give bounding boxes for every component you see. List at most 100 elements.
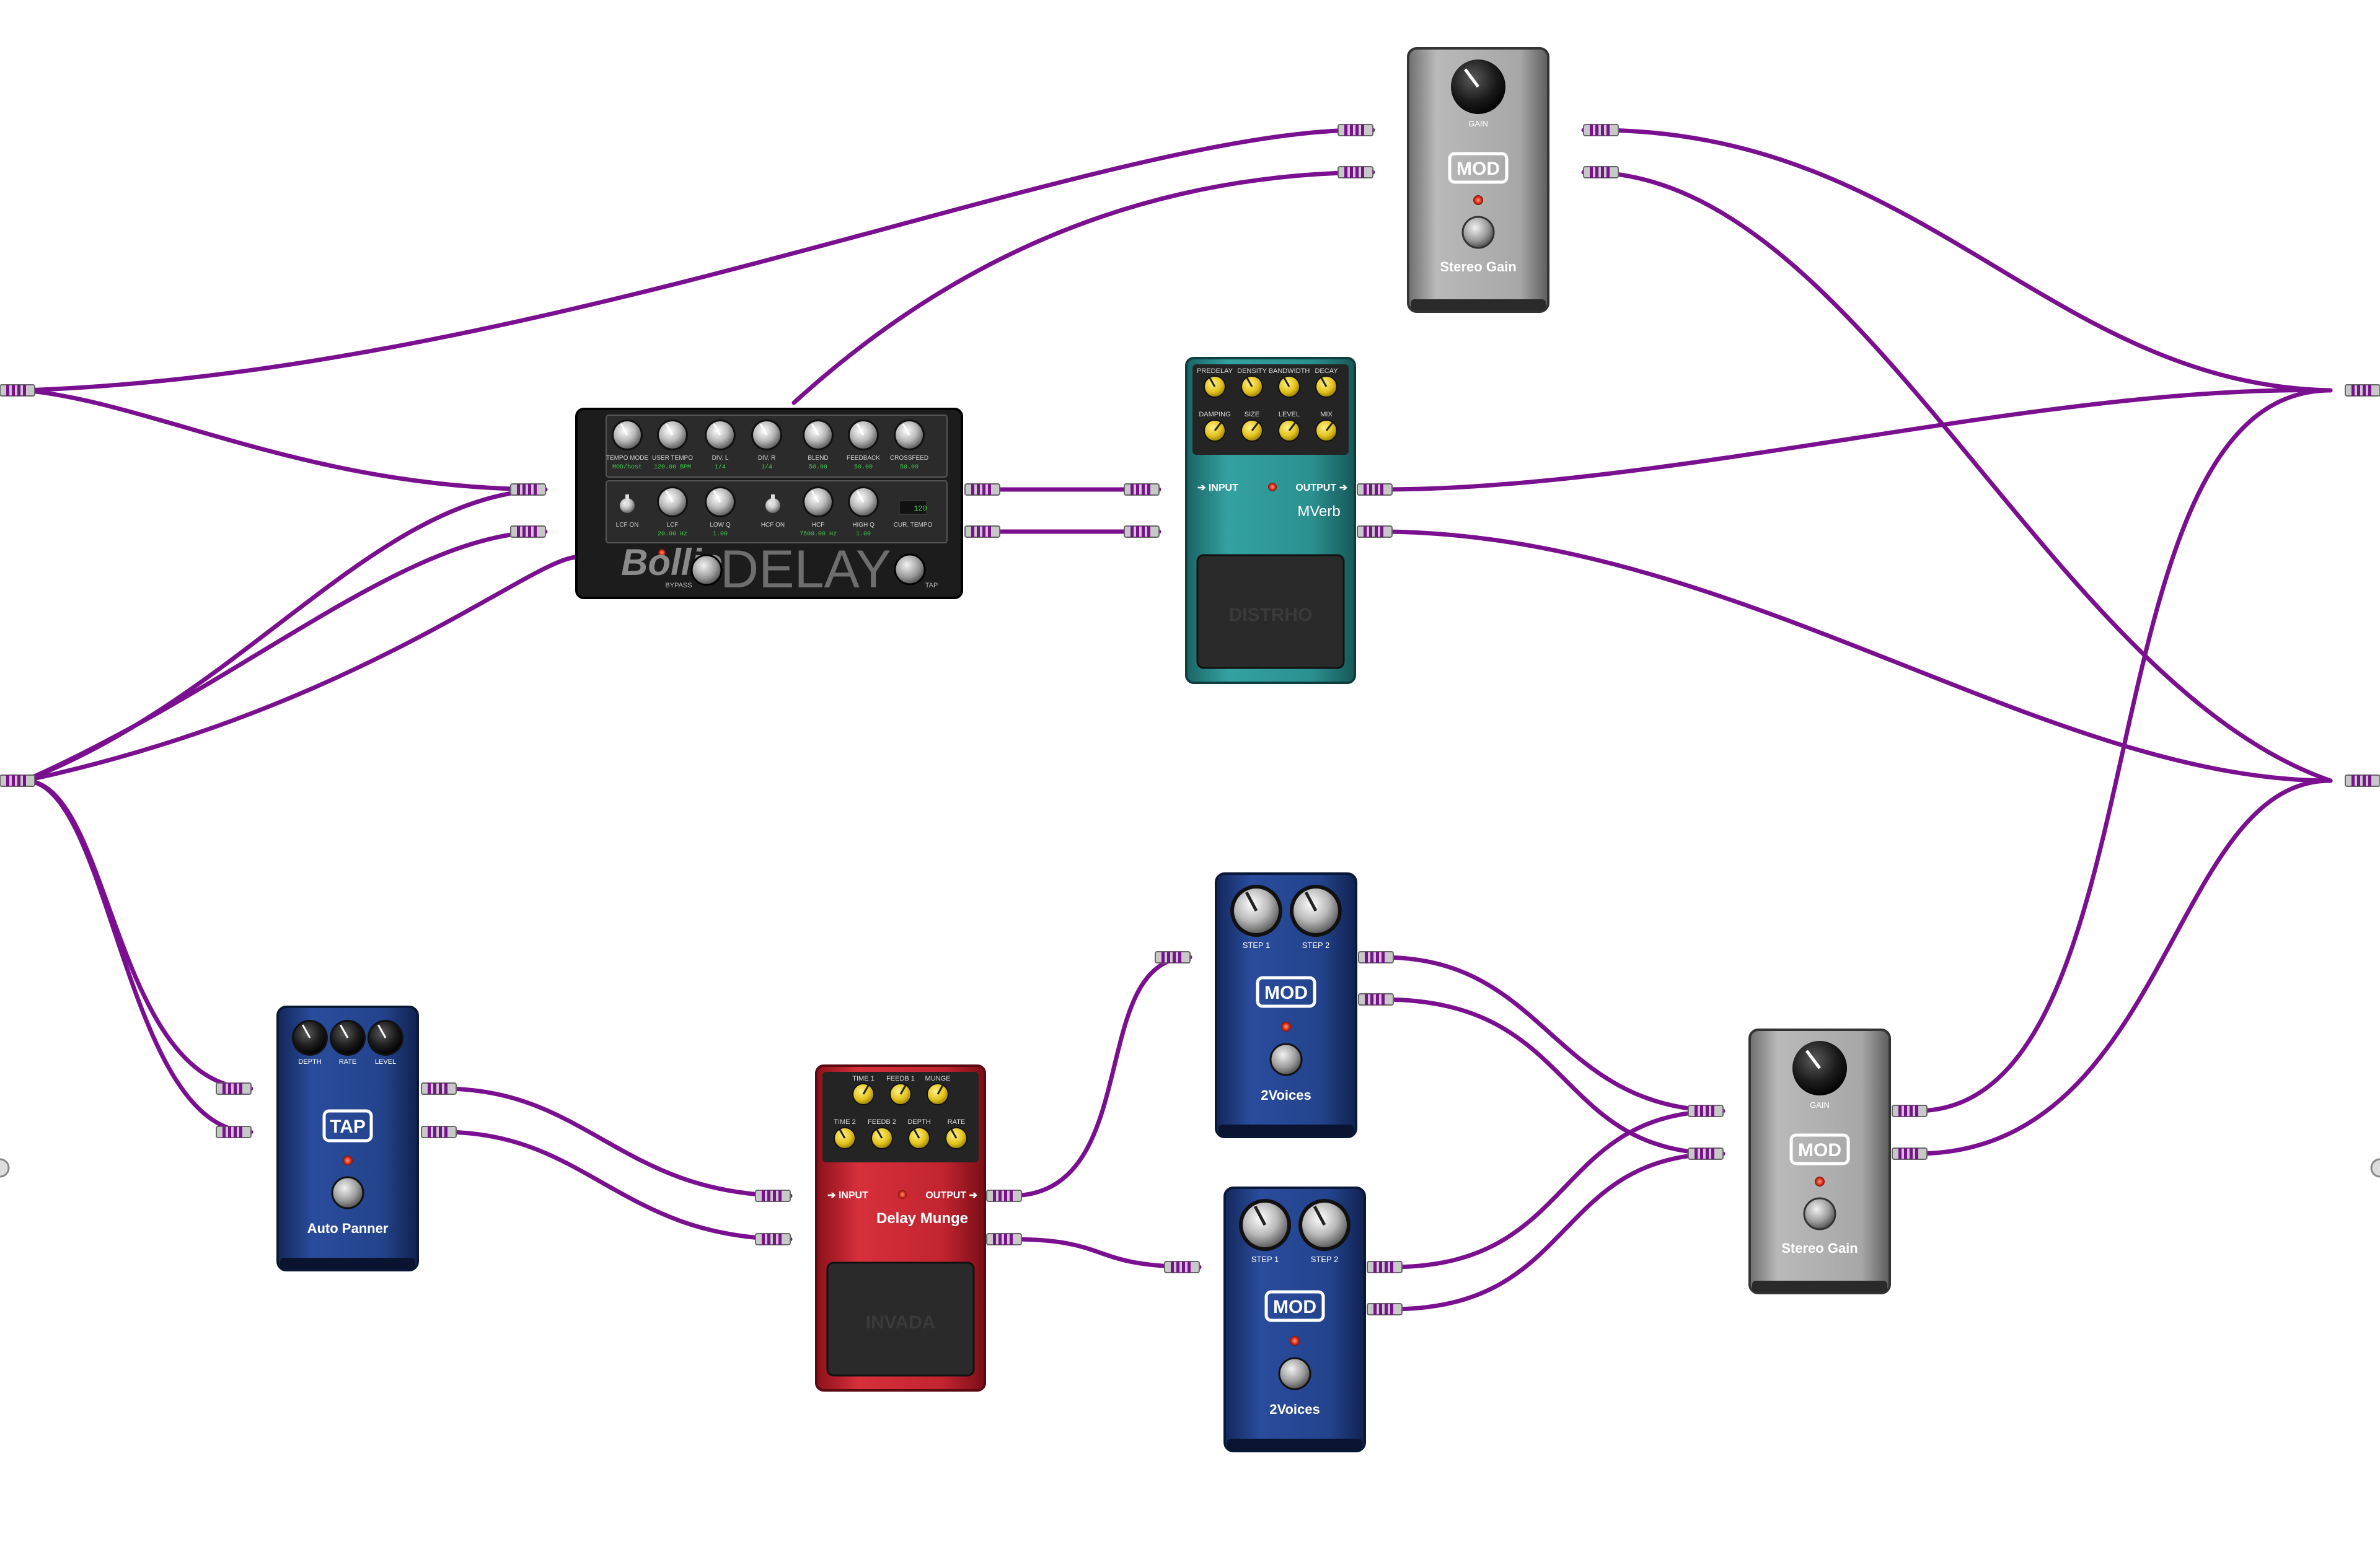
cable-jack[interactable] (0, 384, 35, 397)
pedal-mverb[interactable]: PREDELAYDAMPINGDENSITYSIZEBANDWIDTHLEVEL… (1185, 357, 1356, 684)
knob[interactable] (657, 486, 688, 517)
knob[interactable] (803, 419, 834, 450)
knob[interactable] (1204, 419, 1226, 442)
footswitch[interactable] (1461, 216, 1495, 249)
knob[interactable] (1230, 885, 1282, 937)
patch-cable[interactable] (441, 1130, 793, 1242)
footplate[interactable] (1196, 554, 1345, 669)
cable-jack[interactable] (1367, 1303, 1403, 1315)
cable-jack[interactable] (510, 483, 546, 496)
footswitch[interactable] (331, 1176, 364, 1209)
knob[interactable] (1204, 375, 1226, 398)
knob[interactable] (751, 419, 782, 450)
patch-cable[interactable] (1914, 388, 2333, 1113)
cable-jack[interactable] (1358, 993, 1394, 1006)
cable-jack[interactable] (986, 1190, 1022, 1202)
patch-cable[interactable] (1008, 955, 1192, 1198)
cable-jack[interactable] (2345, 384, 2380, 397)
cable-jack[interactable] (1892, 1147, 1928, 1160)
knob[interactable] (612, 419, 643, 450)
knob[interactable] (657, 419, 688, 450)
patch-cable[interactable] (1581, 128, 2333, 393)
knob[interactable] (1241, 419, 1263, 442)
footswitch[interactable] (1803, 1197, 1836, 1231)
knob[interactable] (803, 486, 834, 517)
patch-cable[interactable] (22, 778, 253, 1091)
knob[interactable] (1290, 885, 1342, 937)
cable-jack[interactable] (1688, 1105, 1724, 1117)
knob[interactable] (945, 1127, 967, 1149)
knob[interactable] (705, 419, 736, 450)
knob[interactable] (894, 419, 925, 450)
cable-jack[interactable] (1367, 1261, 1403, 1273)
patch-cable[interactable] (1380, 529, 2333, 783)
knob[interactable] (1239, 1199, 1291, 1251)
knob[interactable] (927, 1083, 949, 1105)
bypass-footswitch[interactable] (690, 554, 723, 586)
patch-cable[interactable] (1389, 1108, 1726, 1270)
cable-jack[interactable] (755, 1233, 791, 1245)
patch-cable[interactable] (22, 555, 585, 783)
patch-cable[interactable] (1380, 955, 1726, 1113)
knob[interactable] (889, 1083, 912, 1105)
patch-cable[interactable] (22, 529, 548, 783)
knob[interactable] (852, 1083, 875, 1105)
patch-cable[interactable] (22, 128, 1375, 393)
cable-jack[interactable] (216, 1126, 252, 1138)
knob[interactable] (1278, 375, 1300, 398)
patch-cable[interactable] (22, 778, 253, 1134)
knob[interactable] (848, 486, 879, 517)
cable-jack[interactable] (421, 1126, 457, 1138)
knob[interactable] (1278, 419, 1300, 442)
pedal-stereo-gain-top[interactable]: GAIN MOD Stereo Gain (1407, 47, 1549, 313)
cable-jack[interactable] (1357, 525, 1393, 538)
patch-cable[interactable] (1380, 388, 2333, 492)
cable-jack[interactable] (964, 483, 1000, 496)
patch-cable[interactable] (1380, 997, 1726, 1156)
cable-jack[interactable] (421, 1082, 457, 1095)
cable-jack[interactable] (964, 525, 1000, 538)
patch-cable[interactable] (1389, 1151, 1726, 1312)
knob[interactable] (871, 1127, 893, 1149)
cable-jack[interactable] (1358, 951, 1394, 963)
toggle-switch[interactable] (765, 494, 780, 513)
knob[interactable] (705, 486, 736, 517)
cable-jack[interactable] (755, 1190, 791, 1202)
knob[interactable] (330, 1020, 366, 1056)
knob[interactable] (1298, 1199, 1351, 1251)
cable-jack[interactable] (986, 1233, 1022, 1245)
cable-jack[interactable] (510, 525, 546, 538)
knob[interactable] (368, 1020, 403, 1056)
tap-footswitch[interactable] (894, 553, 926, 586)
footplate[interactable] (826, 1261, 975, 1377)
cable-jack[interactable] (2345, 774, 2380, 787)
cable-jack[interactable] (1124, 483, 1160, 496)
knob[interactable] (848, 419, 879, 450)
cable-jack[interactable] (0, 774, 35, 787)
cable-jack[interactable] (1124, 525, 1160, 538)
cable-jack[interactable] (1164, 1261, 1200, 1273)
knob[interactable] (1315, 375, 1338, 398)
knob[interactable] (834, 1127, 856, 1149)
knob[interactable] (908, 1127, 930, 1149)
knob[interactable] (1241, 375, 1263, 398)
toggle-switch[interactable] (620, 494, 635, 513)
cable-jack[interactable] (1357, 483, 1393, 496)
patch-cable[interactable] (1914, 778, 2333, 1156)
cable-jack[interactable] (1688, 1147, 1724, 1160)
cable-jack[interactable] (1583, 124, 1619, 136)
footswitch[interactable] (1278, 1357, 1311, 1390)
cable-jack[interactable] (1338, 166, 1373, 178)
cable-jack[interactable] (216, 1082, 252, 1095)
patch-cable[interactable] (22, 388, 548, 492)
patch-cable[interactable] (1008, 1237, 1202, 1270)
cable-jack[interactable] (1892, 1105, 1928, 1117)
pedal-stereo-gain-bottom[interactable]: GAIN MOD Stereo Gain (1748, 1029, 1891, 1294)
cable-jack[interactable] (1155, 951, 1191, 963)
